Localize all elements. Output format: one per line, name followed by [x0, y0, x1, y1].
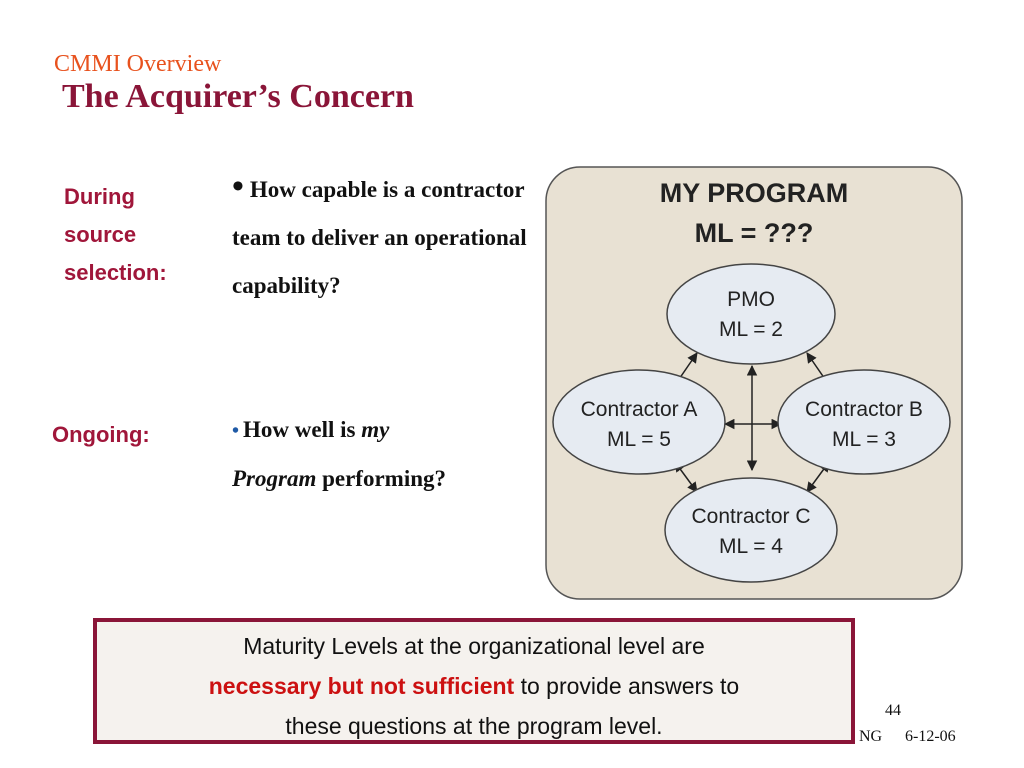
during-label-line: source [64, 222, 137, 247]
note-line2: necessary but not sufficient to provide … [97, 666, 851, 706]
node-contractor-b-name: Contractor B [805, 398, 923, 421]
question-emphasis-program: Program [232, 466, 317, 491]
note-line1: Maturity Levels at the organizational le… [243, 633, 705, 659]
bullet-icon: • [232, 168, 244, 205]
note-line2-rest: to provide answers to [514, 673, 740, 699]
node-contractor-a: Contractor A ML = 5 [552, 369, 726, 475]
question-emphasis-my: my [361, 417, 390, 442]
node-contractor-a-name: Contractor A [581, 398, 698, 421]
page-number: 44 [885, 702, 901, 719]
during-label-line: During [64, 184, 135, 209]
ongoing-label: Ongoing: [52, 422, 150, 447]
footer-org: NG [859, 728, 883, 745]
note-emphasis: necessary but not sufficient [208, 673, 515, 699]
note-line3: these questions at the program level. [285, 713, 663, 739]
node-pmo: PMO ML = 2 [666, 263, 836, 365]
diagram-title-line2: ML = ??? [695, 218, 814, 248]
footer-date: 6-12-06 [905, 728, 956, 745]
question-capability-text: How capable is a contractor team to deli… [232, 177, 527, 298]
node-contractor-b-ml: ML = 3 [832, 428, 896, 451]
node-contractor-c-ml: ML = 4 [719, 535, 783, 558]
question-capability: •How capable is a contractor team to del… [232, 166, 532, 310]
slide-kicker: CMMI Overview [54, 51, 222, 77]
slide-title: The Acquirer’s Concern [62, 78, 414, 115]
during-source-selection-label: During source selection: [64, 178, 204, 292]
node-pmo-ml: ML = 2 [719, 318, 783, 341]
question-text-part: performing? [316, 466, 447, 491]
node-contractor-c: Contractor C ML = 4 [664, 477, 838, 583]
node-contractor-b: Contractor B ML = 3 [777, 369, 951, 475]
diagram-title-line1: MY PROGRAM [660, 178, 849, 208]
during-label-line: selection: [64, 260, 167, 285]
bullet-icon: • [232, 420, 240, 442]
my-program-diagram: MY PROGRAM ML = ??? PMO ML = 2 Contracto… [545, 166, 963, 600]
node-pmo-name: PMO [727, 288, 775, 311]
node-contractor-c-name: Contractor C [691, 505, 810, 528]
key-message-box: Maturity Levels at the organizational le… [93, 618, 855, 744]
node-contractor-a-ml: ML = 5 [607, 428, 671, 451]
question-text-part: How well is [243, 417, 362, 442]
